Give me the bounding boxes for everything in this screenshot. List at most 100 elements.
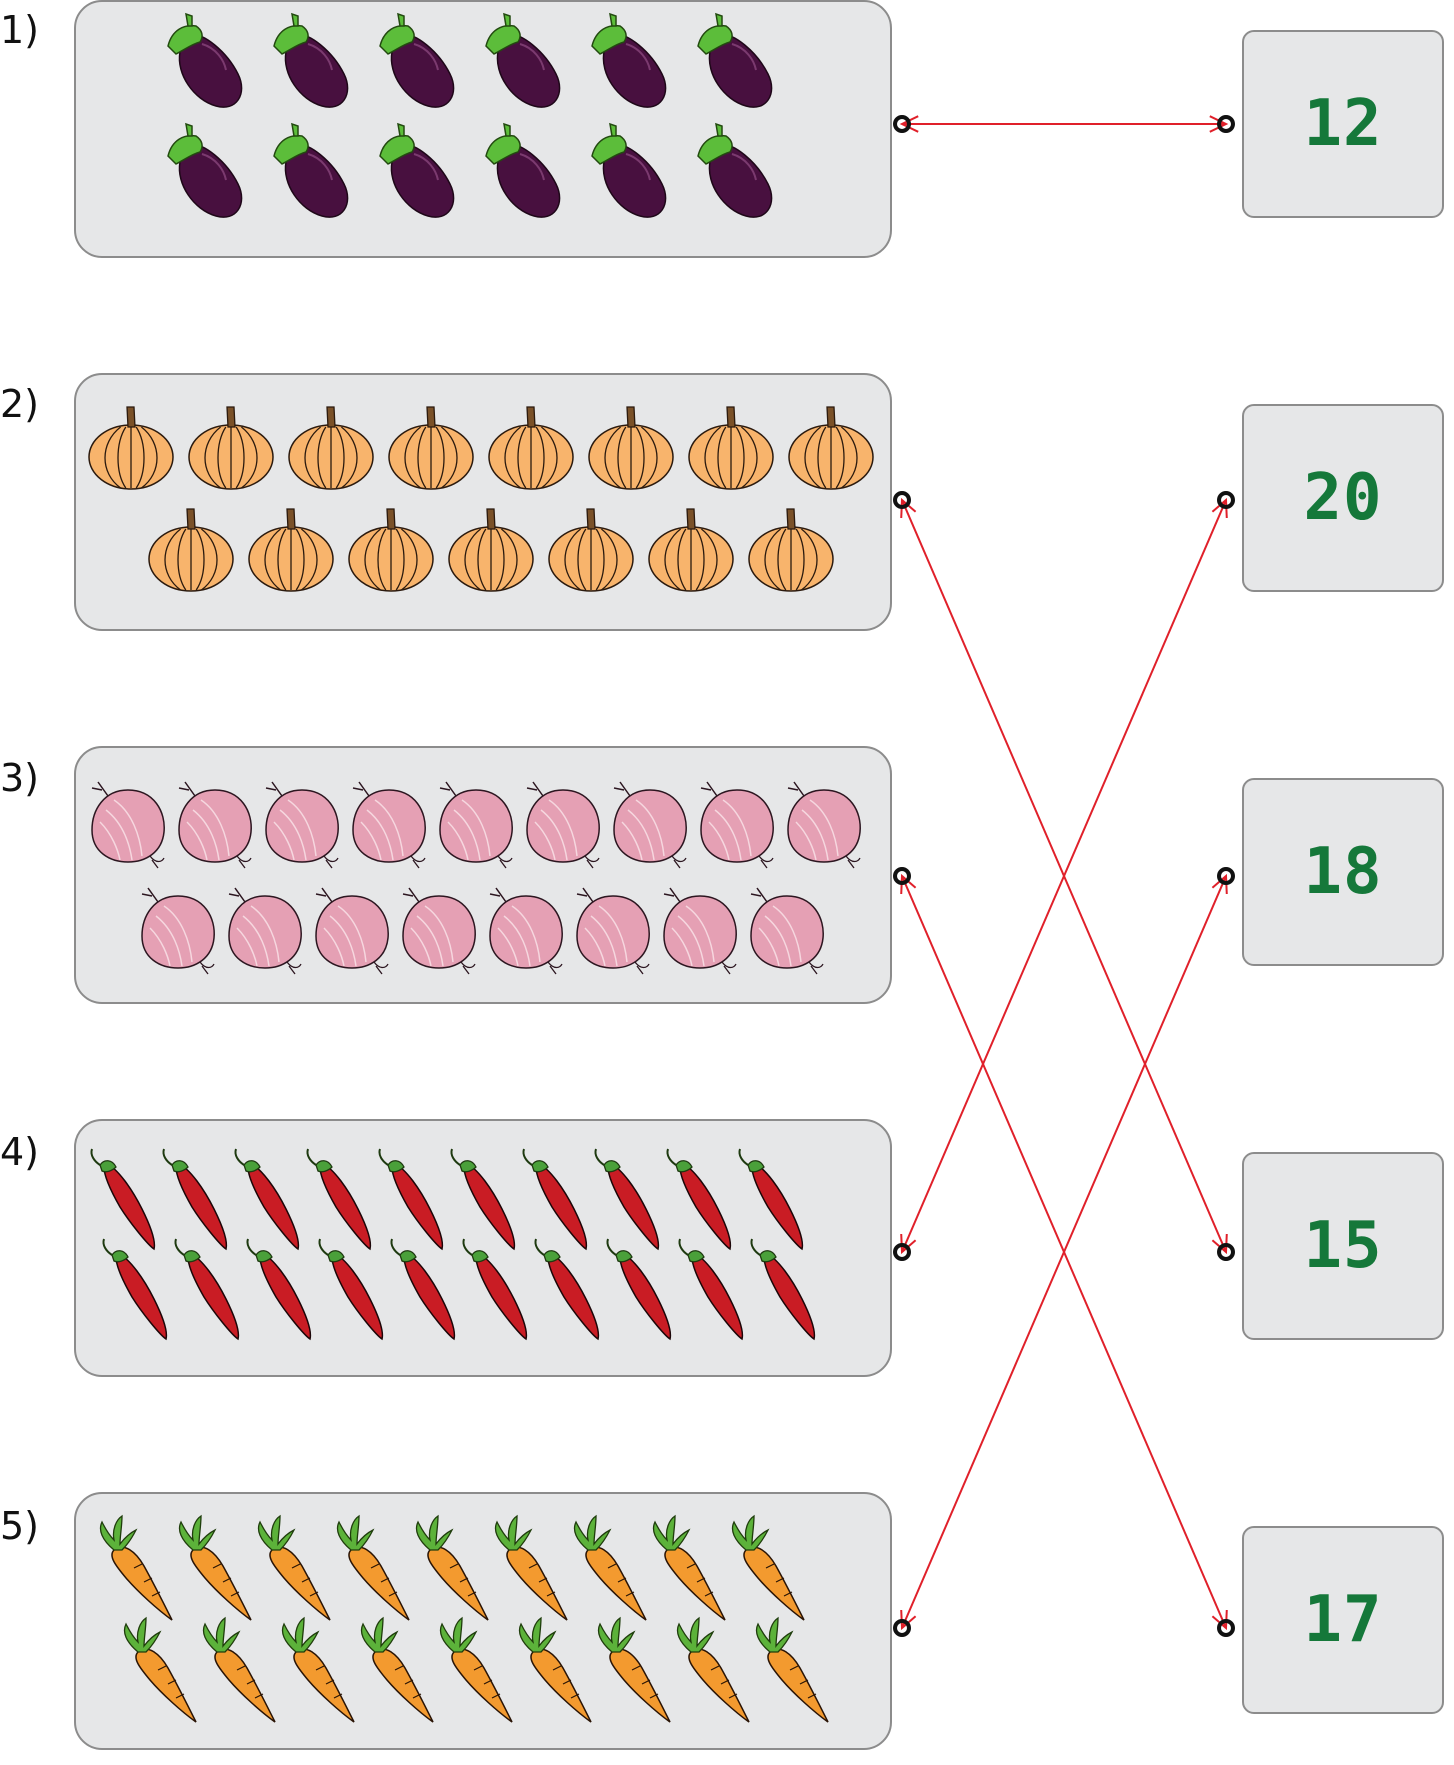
connector-line: [902, 500, 1226, 1252]
carrot-icon: [204, 1618, 276, 1722]
connector-line: [902, 876, 1226, 1628]
chili-pepper-icon: [379, 1149, 442, 1249]
chili-pepper-icon: [523, 1149, 586, 1249]
pumpkin-icon: [189, 407, 273, 489]
onion-icon: [179, 782, 251, 868]
left-connector-dot[interactable]: [895, 869, 909, 883]
answer-box-1[interactable]: 12: [1242, 30, 1444, 218]
answer-box-3[interactable]: 18: [1242, 778, 1444, 966]
carrot-icon: [520, 1618, 592, 1722]
onion-icon: [266, 782, 338, 868]
question-number-3: 3): [0, 756, 60, 800]
arrowhead: [1212, 500, 1226, 518]
onion-icon: [788, 782, 860, 868]
item-box-5[interactable]: [74, 1492, 892, 1750]
eggplant-icon: [380, 14, 454, 107]
onion-icon: [490, 888, 562, 974]
onion-icon: [316, 888, 388, 974]
carrot-icon: [496, 1516, 568, 1620]
left-connector-dot[interactable]: [895, 1621, 909, 1635]
chili-pepper-icon: [535, 1239, 598, 1339]
chili-pepper-icon: [319, 1239, 382, 1339]
onion-icon: [577, 888, 649, 974]
chili-pepper-icon: [91, 1149, 154, 1249]
pumpkin-icon: [649, 509, 733, 591]
item-box-2[interactable]: [74, 373, 892, 631]
pumpkin-icon: [689, 407, 773, 489]
carrot-group: [76, 1494, 894, 1752]
onion-icon: [664, 888, 736, 974]
carrot-icon: [733, 1516, 805, 1620]
answer-number: 17: [1303, 1583, 1382, 1657]
question-number-5: 5): [0, 1504, 60, 1548]
arrowhead: [902, 116, 918, 132]
chili-pepper-icon: [391, 1239, 454, 1339]
carrot-icon: [757, 1618, 829, 1722]
item-box-1[interactable]: [74, 0, 892, 258]
pumpkin-group: [76, 375, 894, 633]
arrowhead: [1212, 876, 1226, 894]
answer-box-4[interactable]: 15: [1242, 1152, 1444, 1340]
onion-icon: [229, 888, 301, 974]
chili-pepper-icon: [739, 1149, 802, 1249]
right-connector-dot[interactable]: [1219, 1621, 1233, 1635]
chili-pepper-icon: [595, 1149, 658, 1249]
right-connector-dot[interactable]: [1219, 493, 1233, 507]
arrowhead: [901, 500, 915, 518]
answer-number: 12: [1303, 87, 1382, 161]
answer-box-5[interactable]: 17: [1242, 1526, 1444, 1714]
arrowhead: [1212, 1610, 1226, 1628]
carrot-icon: [283, 1618, 355, 1722]
arrowhead: [901, 876, 915, 894]
carrot-icon: [125, 1618, 197, 1722]
answer-number: 18: [1303, 835, 1382, 909]
answer-number: 15: [1303, 1209, 1382, 1283]
chili-pepper-icon: [247, 1239, 310, 1339]
chili-pepper-icon: [451, 1149, 514, 1249]
onion-icon: [142, 888, 214, 974]
pumpkin-icon: [449, 509, 533, 591]
pumpkin-icon: [89, 407, 173, 489]
pumpkin-icon: [149, 509, 233, 591]
carrot-icon: [180, 1516, 252, 1620]
chili-pepper-icon: [607, 1239, 670, 1339]
left-connector-dot[interactable]: [895, 1245, 909, 1259]
carrot-icon: [575, 1516, 647, 1620]
pumpkin-icon: [789, 407, 873, 489]
pumpkin-icon: [749, 509, 833, 591]
chili-pepper-icon: [679, 1239, 742, 1339]
pumpkin-icon: [389, 407, 473, 489]
carrot-icon: [599, 1618, 671, 1722]
eggplant-group: [76, 2, 894, 260]
right-connector-dot[interactable]: [1219, 117, 1233, 131]
carrot-icon: [678, 1618, 750, 1722]
eggplant-icon: [274, 124, 348, 217]
chili-pepper-icon: [235, 1149, 298, 1249]
carrot-icon: [441, 1618, 513, 1722]
onion-icon: [353, 782, 425, 868]
chili-pepper-icon: [307, 1149, 370, 1249]
chili-pepper-icon: [103, 1239, 166, 1339]
right-connector-dot[interactable]: [1219, 1245, 1233, 1259]
answer-box-2[interactable]: 20: [1242, 404, 1444, 592]
chili-pepper-group: [76, 1121, 894, 1379]
item-box-3[interactable]: [74, 746, 892, 1004]
left-connector-dot[interactable]: [895, 117, 909, 131]
pumpkin-icon: [549, 509, 633, 591]
pumpkin-icon: [349, 509, 433, 591]
eggplant-icon: [592, 14, 666, 107]
carrot-icon: [654, 1516, 726, 1620]
onion-icon: [527, 782, 599, 868]
item-box-4[interactable]: [74, 1119, 892, 1377]
onion-icon: [751, 888, 823, 974]
right-connector-dot[interactable]: [1219, 869, 1233, 883]
left-connector-dot[interactable]: [895, 493, 909, 507]
eggplant-icon: [274, 14, 348, 107]
onion-icon: [614, 782, 686, 868]
connector-line: [902, 876, 1226, 1628]
chili-pepper-icon: [463, 1239, 526, 1339]
chili-pepper-icon: [751, 1239, 814, 1339]
answer-number: 20: [1303, 461, 1382, 535]
carrot-icon: [417, 1516, 489, 1620]
eggplant-icon: [486, 124, 560, 217]
